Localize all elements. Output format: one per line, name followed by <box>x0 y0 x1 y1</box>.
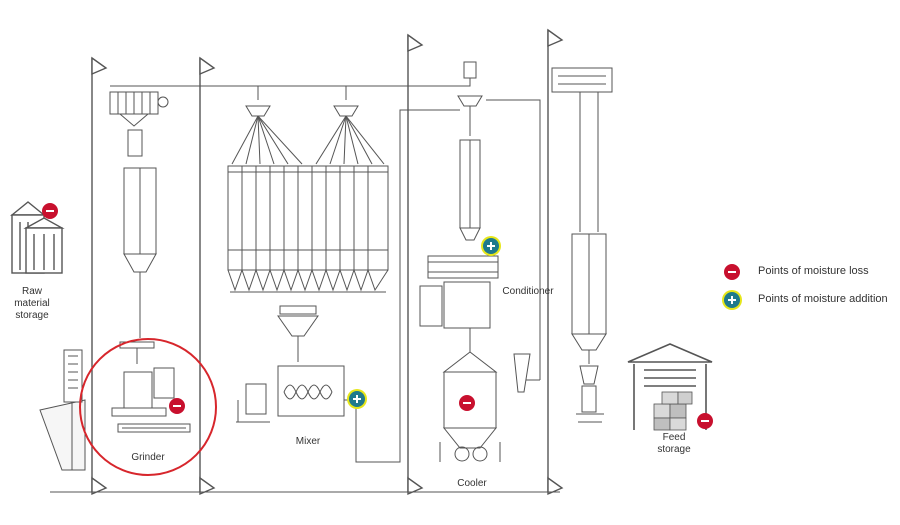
loss-marker-feed-storage <box>697 413 713 429</box>
label-cooler: Cooler <box>457 478 487 489</box>
legend-addition-label: Points of moisture addition <box>758 293 888 305</box>
feed-storage-building <box>627 343 713 431</box>
loss-marker-cooler <box>459 395 475 411</box>
addition-marker-conditioner <box>483 238 499 254</box>
raw-storage-silos <box>10 201 65 274</box>
loss-marker-raw-storage <box>42 203 58 219</box>
label-conditioner: Conditioner <box>502 286 554 297</box>
legend-loss-label: Points of moisture loss <box>758 265 869 277</box>
label-feed-storage: Feed storage <box>657 432 691 455</box>
mixer-unit <box>236 109 460 463</box>
label-grinder: Grinder <box>131 452 165 463</box>
top-conveyor <box>110 68 471 100</box>
label-raw-material-storage: Raw material storage <box>14 286 50 321</box>
intake-pit <box>39 349 86 471</box>
loss-marker-grinder <box>169 398 185 414</box>
dosing-bins <box>227 105 389 293</box>
legend-addition-icon <box>724 292 740 308</box>
conditioner-line <box>419 61 541 393</box>
building-columns <box>50 28 564 496</box>
grinder-line <box>109 91 191 433</box>
crumbler-line <box>551 67 613 423</box>
label-mixer: Mixer <box>295 436 321 447</box>
legend-loss-icon <box>724 264 740 280</box>
cooler-unit <box>439 351 501 462</box>
grinder-highlight <box>79 338 217 476</box>
addition-marker-mixer <box>349 391 365 407</box>
